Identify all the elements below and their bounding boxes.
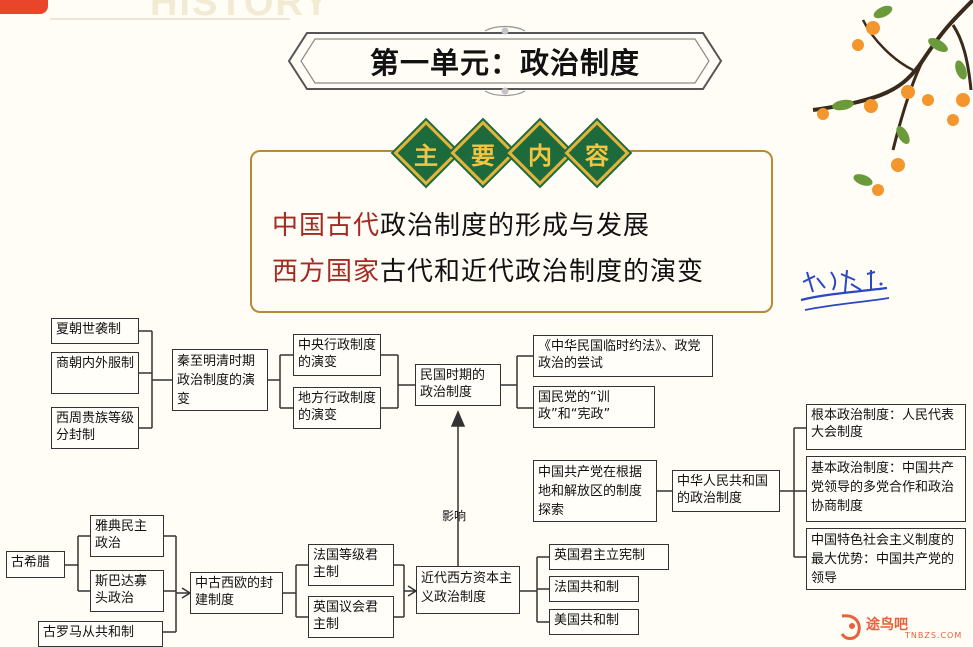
brand-logo-icon (840, 614, 861, 640)
top-divider (50, 18, 290, 20)
node-spartan-oligarchy: 斯巴达寡头政治 (90, 570, 164, 612)
node-fundamental-system: 根本政治制度：人民代表大会制度 (806, 404, 966, 450)
node-kmt-tutelage: 国民党的“训政”和“宪政” (533, 386, 655, 428)
node-english-parliament: 英国议会君主制 (308, 596, 394, 638)
node-prc-system: 中华人民共和国的政治制度 (672, 470, 780, 512)
node-local-admin: 地方行政制度的演变 (293, 387, 381, 429)
node-athenian-democracy: 雅典民主政治 (90, 515, 164, 557)
unit-title: 第一单元：政治制度 (369, 46, 640, 80)
watermark: HISTORY (150, 0, 331, 24)
node-cpc-exploration: 中国共产党在根据地和解放区的制度探索 (533, 460, 657, 522)
corner-tab (0, 0, 48, 14)
node-republic-era: 民国时期的政治制度 (415, 364, 501, 406)
node-us-republic: 美国共和制 (549, 609, 639, 635)
node-socialist-advantage: 中国特色社会主义制度的最大优势：中国共产党的领导 (806, 528, 966, 590)
node-ancient-rome: 古罗马从共和制 (38, 621, 163, 647)
node-shang-dynasty: 商朝内外服制 (51, 352, 139, 394)
node-medieval-feudalism: 中古西欧的封建制度 (190, 572, 283, 614)
node-provisional-constitution: 《中华民国临时约法》、政党政治的尝试 (533, 335, 713, 377)
node-basic-system: 基本政治制度：中国共产党领导的多党合作和政治协商制度 (806, 456, 966, 522)
content-line-1: 中国古代政治制度的形成与发展 (272, 211, 651, 241)
node-modern-capitalist: 近代西方资本主义政治制度 (416, 566, 520, 614)
node-central-admin: 中央行政制度的演变 (293, 334, 381, 376)
node-uk-constitutional: 英国君主立宪制 (549, 544, 669, 570)
node-ancient-greece: 古希腊 (6, 551, 65, 578)
node-french-estates: 法国等级君主制 (308, 544, 394, 586)
node-french-republic: 法国共和制 (549, 576, 639, 602)
content-line-2: 西方国家古代和近代政治制度的演变 (272, 257, 705, 287)
node-xia-dynasty: 夏朝世袭制 (51, 318, 139, 344)
influence-label: 影响 (442, 509, 467, 523)
node-western-zhou: 西周贵族等级分封制 (51, 407, 139, 449)
brand-name: 途鸟吧 (866, 617, 908, 633)
persimmon-branch-illustration (812, 0, 973, 196)
title-banner (287, 25, 723, 97)
brand-url: TNBZS.COM (905, 631, 963, 640)
node-qin-to-qing: 秦至明清时期政治制度的演变 (172, 349, 268, 411)
main-content-badge: 主 要 内 容 (393, 120, 630, 186)
handwritten-signature (800, 269, 890, 311)
